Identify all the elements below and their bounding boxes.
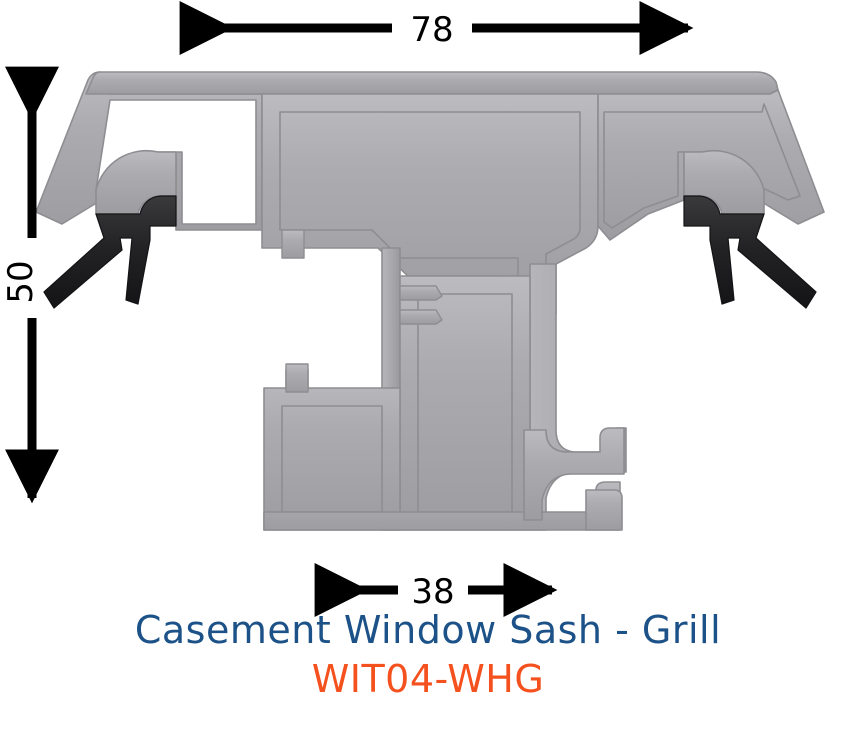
dimension-width-overall: 78 — [179, 1, 694, 55]
gasket-right — [683, 195, 817, 309]
dimension-width-core: 38 — [314, 563, 558, 617]
top-plate — [85, 71, 779, 95]
gasket-seat-arc-right — [683, 149, 765, 215]
barb-ridge-upper — [399, 285, 443, 301]
hardware-groove-hook — [523, 427, 625, 521]
barb-ridge-lower — [399, 309, 443, 325]
dim-label-50: 50 — [1, 260, 41, 303]
dimension-annotations: 78 50 38 — [1, 1, 694, 617]
product-code: WIT04-WHG — [311, 656, 545, 701]
dimension-height-overall: 50 — [1, 66, 59, 504]
locator-nib-lower — [285, 363, 309, 393]
gasket-seat-arc-left — [95, 149, 177, 215]
gaskets — [43, 195, 817, 309]
bottom-hook — [585, 489, 623, 531]
product-title: Casement Window Sash - Grill — [134, 608, 722, 652]
caption-block: Casement Window Sash - Grill WIT04-WHG — [0, 608, 856, 702]
gasket-left — [43, 195, 177, 309]
dim-label-78: 78 — [410, 10, 453, 50]
locator-nib-upper — [281, 229, 305, 259]
dim-label-38: 38 — [411, 572, 454, 612]
cross-section-drawing: 78 50 38 — [1, 1, 825, 617]
lower-chamber-left — [263, 369, 401, 531]
pvc-profile-body — [35, 71, 825, 531]
